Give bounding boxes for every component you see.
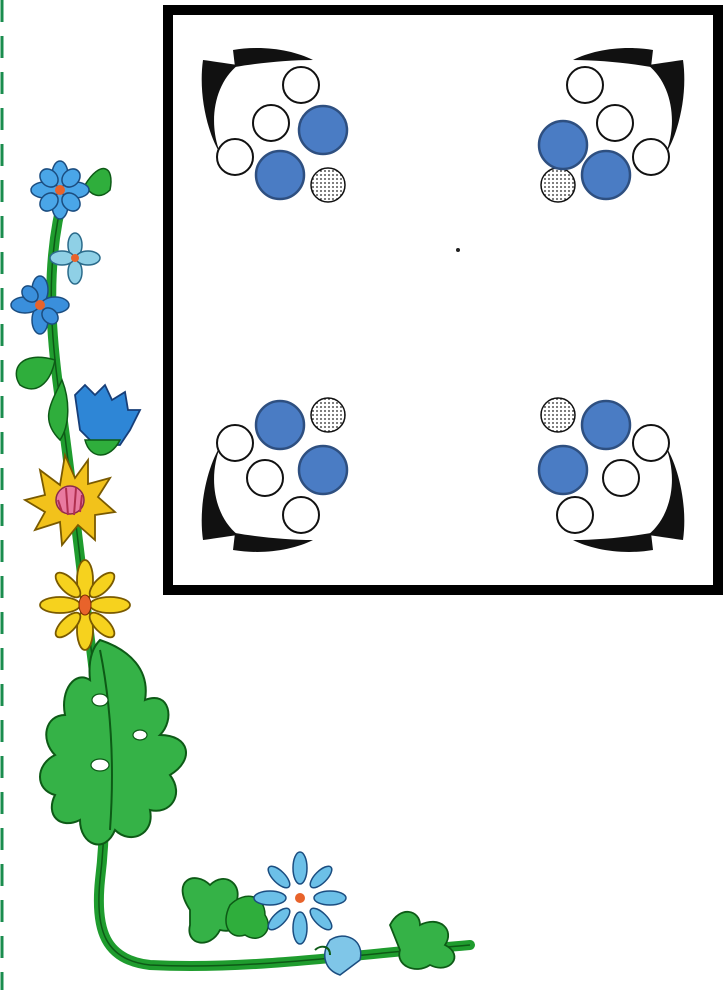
leaf	[49, 380, 68, 440]
bottom-left-dotted-hole	[311, 398, 345, 432]
bottom-right-empty-hole	[633, 425, 669, 461]
bottom-left-blue-counter	[299, 446, 347, 494]
leaf	[16, 357, 55, 389]
board-pieces	[163, 5, 723, 595]
top-left-corner-arc	[233, 48, 313, 67]
leaf	[226, 896, 268, 938]
bottom-left-empty-hole	[247, 460, 283, 496]
blue-bell-flower	[315, 936, 361, 975]
top-right-empty-hole	[633, 139, 669, 175]
bottom-right-dotted-hole	[541, 398, 575, 432]
small-blue-flower-3	[11, 276, 69, 334]
left-dashed-border	[0, 0, 6, 990]
top-right-blue-counter	[582, 151, 630, 199]
bottom-right-corner-arc	[573, 533, 653, 552]
top-right-blue-counter	[539, 121, 587, 169]
small-blue-flower-2	[50, 233, 100, 284]
top-left-empty-hole	[217, 139, 253, 175]
top-left-empty-hole	[253, 105, 289, 141]
bottom-left-empty-hole	[217, 425, 253, 461]
top-right-empty-hole	[567, 67, 603, 103]
leaf	[390, 912, 454, 969]
blue-daisy	[254, 852, 346, 944]
top-right-corner-arc	[573, 48, 653, 67]
bottom-right-empty-hole	[557, 497, 593, 533]
bottom-right-blue-counter	[539, 446, 587, 494]
bottom-left-corner-arc	[233, 533, 313, 552]
leaf	[183, 878, 243, 943]
bottom-right-blue-counter	[582, 401, 630, 449]
center-mark	[456, 248, 460, 252]
small-blue-flower-1	[31, 161, 89, 219]
top-left-blue-counter	[299, 106, 347, 154]
top-right-dotted-hole	[541, 168, 575, 202]
yellow-flower-2	[40, 560, 130, 650]
top-leaf	[85, 169, 111, 196]
bottom-left-blue-counter	[256, 401, 304, 449]
bottom-left-empty-hole	[283, 497, 319, 533]
yellow-flower-1	[25, 455, 115, 545]
game-board	[163, 5, 723, 595]
blue-cornflower	[75, 385, 140, 455]
top-left-empty-hole	[283, 67, 319, 103]
top-left-blue-counter	[256, 151, 304, 199]
top-right-empty-hole	[597, 105, 633, 141]
large-leaf	[40, 640, 186, 844]
top-left-dotted-hole	[311, 168, 345, 202]
bottom-right-empty-hole	[603, 460, 639, 496]
